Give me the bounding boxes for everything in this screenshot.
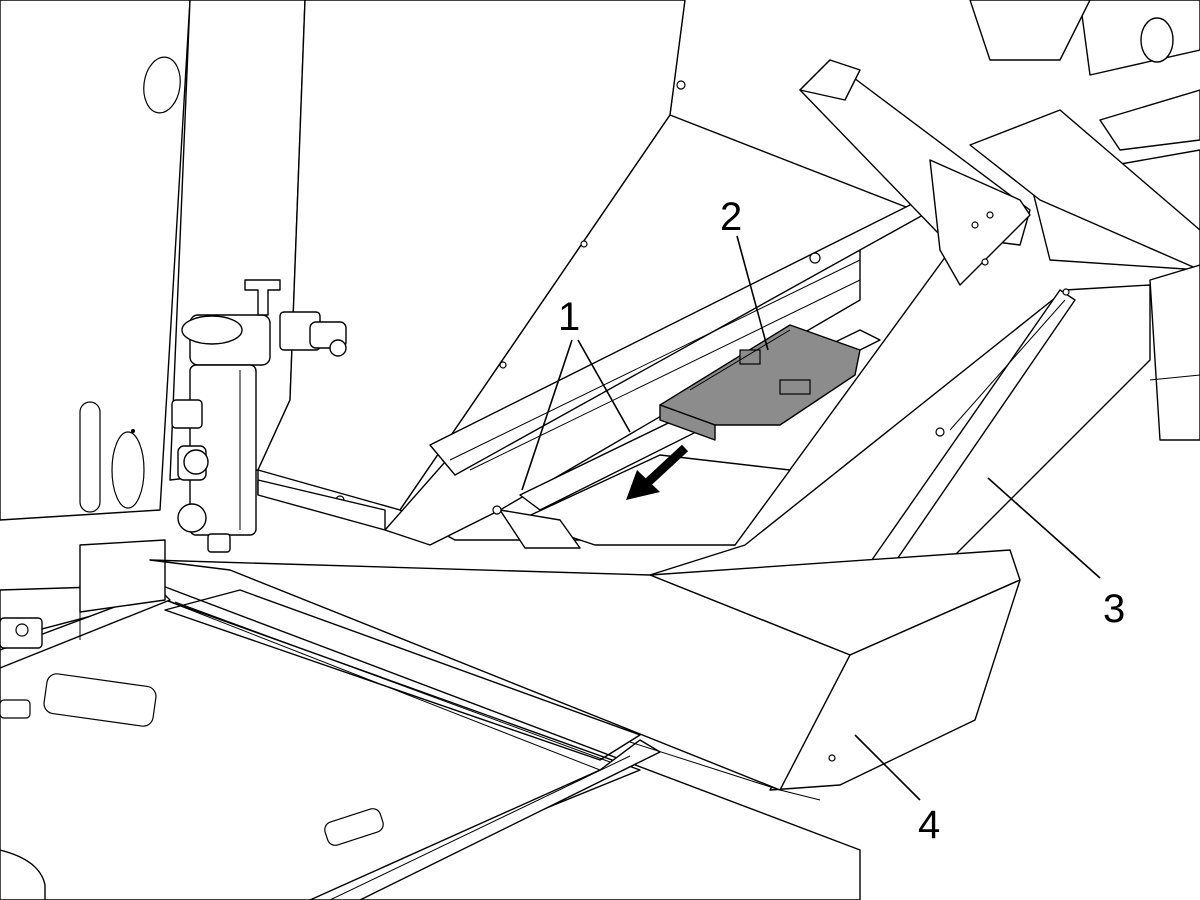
fuel-filter <box>0 279 347 649</box>
upper-arm <box>799 0 1200 286</box>
left-cabinet <box>0 0 191 640</box>
guard-panel <box>649 284 1151 651</box>
chute-frame <box>257 114 966 546</box>
callout-4: 4 <box>918 803 940 847</box>
callout-1: 1 <box>558 295 580 339</box>
deflector <box>149 549 1021 801</box>
chute-floor <box>492 454 791 549</box>
callout-3: 3 <box>1103 587 1125 631</box>
right-box <box>1149 264 1200 441</box>
arrow-down-left-icon <box>626 444 689 500</box>
callout-2: 2 <box>720 195 742 239</box>
base-tray <box>0 584 861 900</box>
leader-lines <box>521 235 1101 801</box>
highlighted-plate <box>659 324 861 441</box>
